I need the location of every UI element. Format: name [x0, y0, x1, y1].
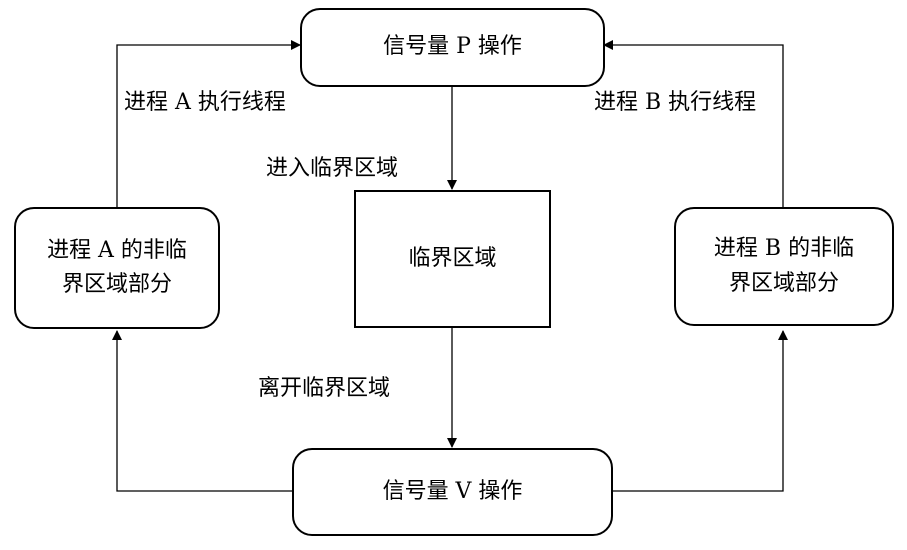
leave-critical-label: 离开临界区域 — [258, 376, 391, 401]
p-operation-node: 信号量 P 操作 — [300, 8, 605, 87]
p-operation-label: 信号量 P 操作 — [383, 34, 522, 60]
edge-v-to-b — [612, 330, 788, 492]
v-operation-node: 信号量 V 操作 — [292, 448, 613, 536]
enter-critical-label: 进入临界区域 — [266, 156, 399, 181]
process-a-noncritical-line-2: 界区域部分 — [61, 272, 172, 297]
edge-v-to-a — [112, 330, 292, 492]
process-b-noncritical-line-1: 进程 B 的非临 — [713, 236, 855, 262]
process-a-exec-label: 进程 A 执行线程 — [124, 90, 286, 115]
process-b-noncritical-line-2: 界区域部分 — [728, 270, 839, 296]
edge-b-to-p — [603, 40, 784, 208]
edge-a-to-p — [116, 40, 301, 208]
critical-region-node: 临界区域 — [354, 190, 551, 328]
v-operation-label: 信号量 V 操作 — [382, 478, 523, 504]
critical-region-label: 临界区域 — [408, 245, 497, 271]
process-a-noncritical-node: 进程 A 的非临 界区域部分 — [14, 207, 220, 329]
process-b-exec-label: 进程 B 执行线程 — [594, 90, 757, 115]
process-a-noncritical-line-1: 进程 A 的非临 — [47, 237, 187, 263]
process-b-noncritical-node: 进程 B 的非临 界区域部分 — [674, 207, 894, 326]
